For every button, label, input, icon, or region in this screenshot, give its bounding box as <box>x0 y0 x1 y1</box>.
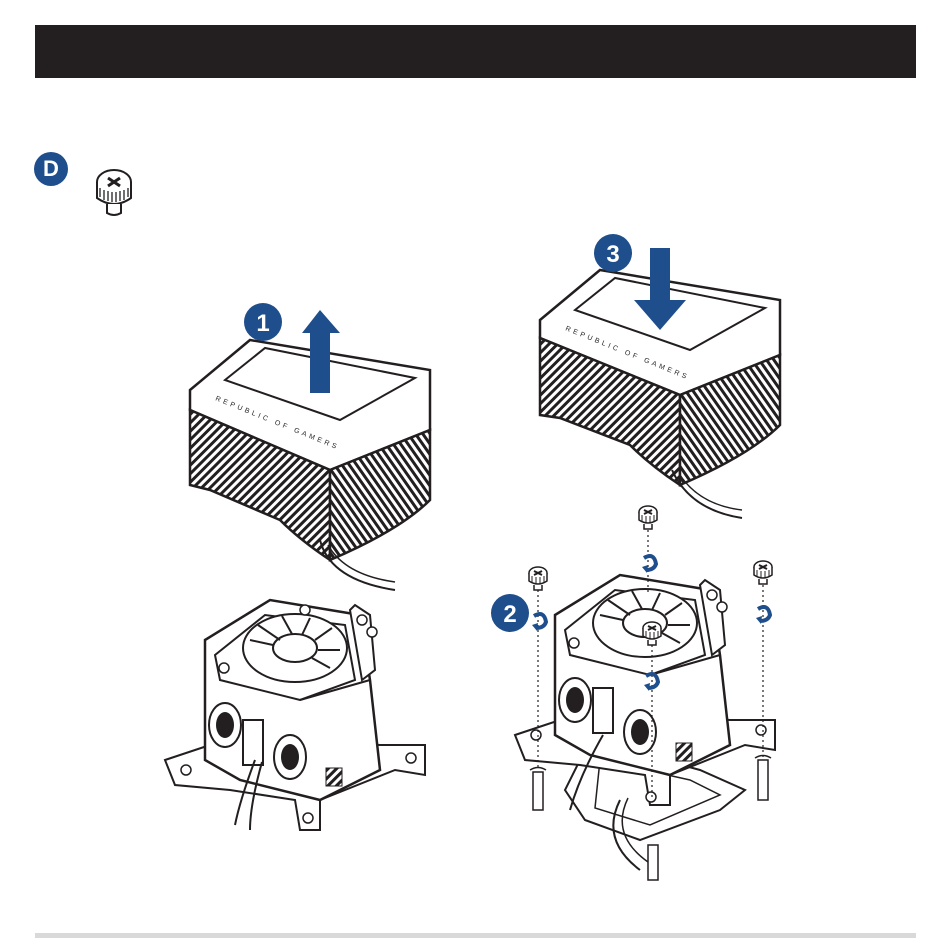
step-1-label: 1 <box>256 310 269 337</box>
step-1-badge: 1 <box>244 303 282 341</box>
step-3-label: 3 <box>606 241 619 268</box>
footer-rule <box>35 933 916 938</box>
step-3-badge: 3 <box>594 234 632 272</box>
left-pump-block <box>165 600 425 830</box>
right-pump-block <box>515 575 775 810</box>
step-2-badge: 2 <box>491 594 529 632</box>
step-2-label: 2 <box>503 601 516 628</box>
